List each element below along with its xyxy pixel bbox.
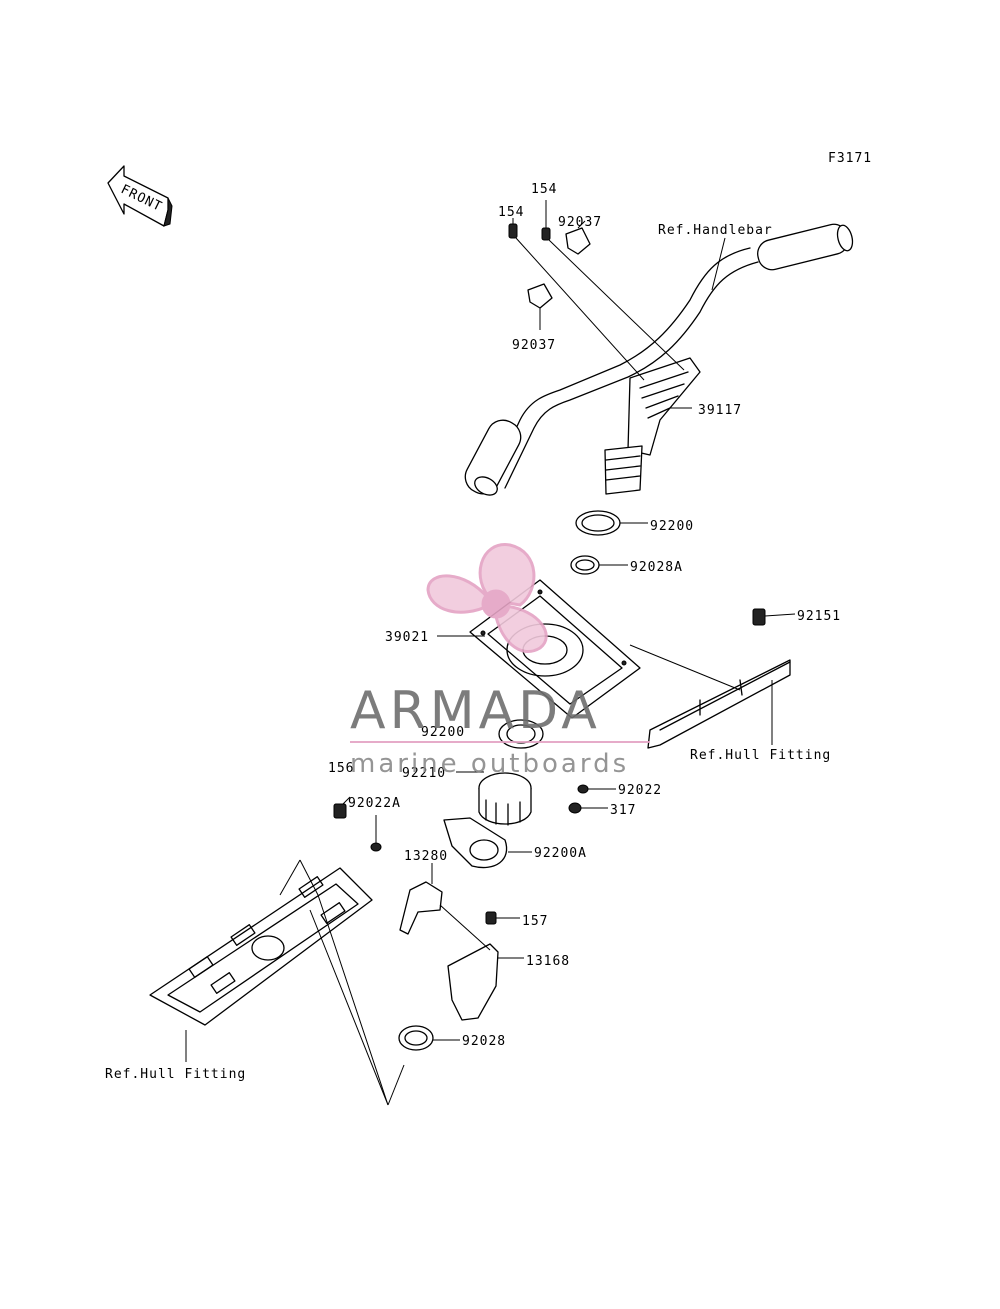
label-92200-upper: 92200 [650, 519, 694, 534]
label-92200A: 92200A [534, 846, 587, 861]
label-154-upper: 154 [531, 182, 557, 197]
part-154-bolt [508, 223, 551, 241]
label-ref-hull-left: Ref.Hull Fitting [105, 1067, 246, 1082]
label-92151: 92151 [797, 609, 841, 624]
part-156-bolt [333, 803, 347, 819]
label-13168: 13168 [526, 954, 570, 969]
part-92022A-nut [370, 842, 382, 852]
part-92210-nut [478, 772, 532, 826]
part-92028-ring [398, 1025, 434, 1051]
label-92022: 92022 [618, 783, 662, 798]
label-92210: 92210 [402, 766, 446, 781]
label-92037-upper: 92037 [558, 215, 602, 230]
label-92200-lower: 92200 [421, 725, 465, 740]
front-arrow-icon: FRONT [107, 165, 173, 227]
part-92037-clamp [527, 227, 591, 309]
figure-code: F3171 [828, 151, 872, 166]
leader-lines [185, 200, 796, 1106]
part-157-bolt [485, 911, 497, 925]
hull-fitting-right [647, 659, 791, 749]
label-ref-handlebar: Ref.Handlebar [658, 223, 773, 238]
part-labels: 154 154 92037 Ref.Handlebar 92037 39117 … [105, 182, 841, 1082]
handlebar [464, 223, 854, 496]
hull-fitting-left [149, 867, 373, 1026]
part-92200A-plate [443, 817, 508, 869]
label-156: 156 [328, 761, 354, 776]
part-317-nut [568, 802, 582, 814]
label-39021: 39021 [385, 630, 429, 645]
label-154-left: 154 [498, 205, 524, 220]
label-13280: 13280 [404, 849, 448, 864]
propeller-logo-icon [426, 543, 548, 654]
part-13280-lever [399, 881, 443, 935]
part-92151-bolt [752, 608, 766, 626]
label-92028A: 92028A [630, 560, 683, 575]
label-92022A: 92022A [348, 796, 401, 811]
part-13168-bracket [447, 943, 499, 1021]
label-92028: 92028 [462, 1034, 506, 1049]
label-39117: 39117 [698, 403, 742, 418]
watermark-tagline: marine outboards [350, 749, 629, 779]
label-92037-lower: 92037 [512, 338, 556, 353]
part-92022-nut [577, 784, 589, 794]
label-ref-hull-right: Ref.Hull Fitting [690, 748, 831, 763]
part-39117-boot [604, 357, 701, 495]
label-157: 157 [522, 914, 548, 929]
watermark-brand: ARMADA [350, 681, 601, 741]
watermark: ARMADA marine outboards [350, 543, 650, 779]
part-92028A-ring [570, 555, 600, 575]
label-317: 317 [610, 803, 636, 818]
